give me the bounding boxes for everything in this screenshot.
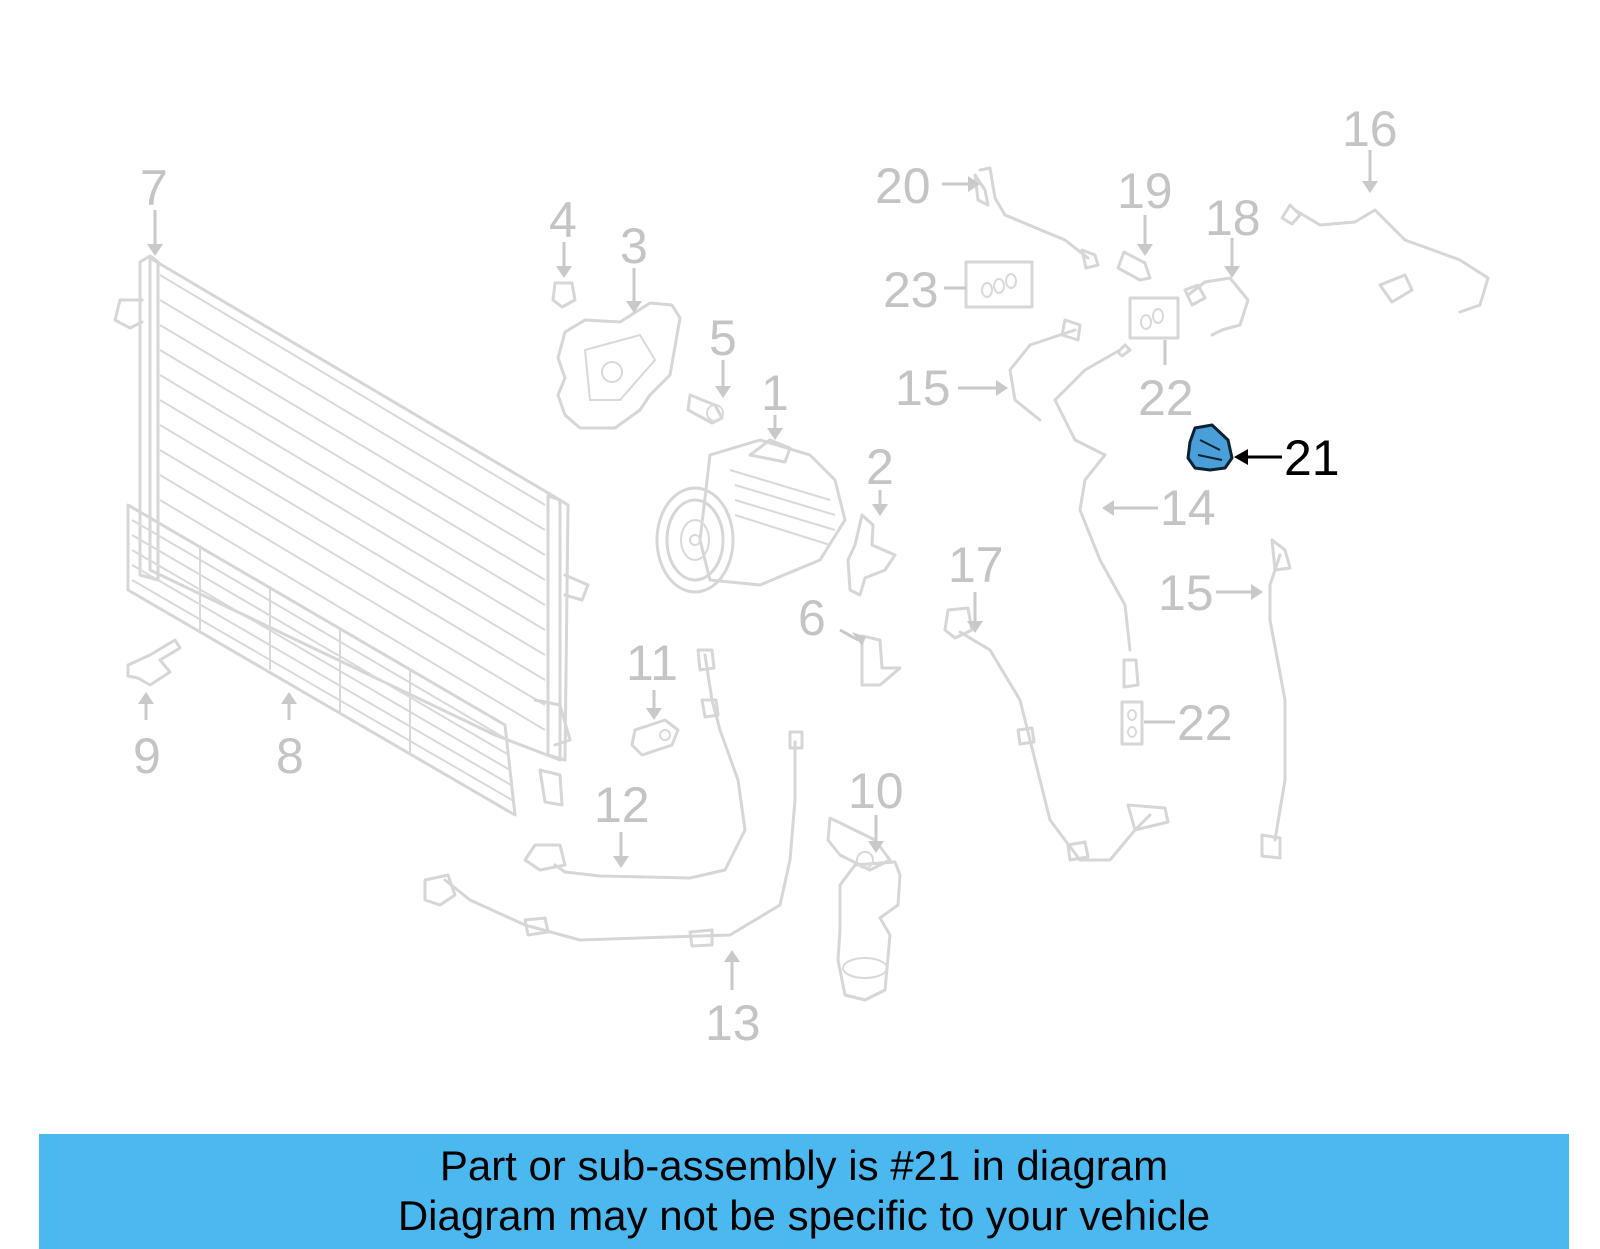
callout-1: 1 bbox=[761, 365, 789, 421]
hose-12-part bbox=[523, 648, 747, 880]
line-14-part bbox=[1053, 343, 1140, 689]
callout-23: 23 bbox=[883, 262, 939, 318]
callout-21-active: 21 bbox=[1284, 430, 1340, 486]
hose-15-lower-part bbox=[1260, 538, 1292, 860]
callout-12: 12 bbox=[594, 777, 650, 833]
bracket-6-part bbox=[860, 634, 902, 687]
drier-10-part bbox=[826, 816, 902, 1002]
callout-9: 9 bbox=[133, 728, 161, 784]
callout-22-upper: 22 bbox=[1138, 370, 1194, 426]
oring-kit-22-lower-part bbox=[1120, 700, 1144, 746]
line-16-part bbox=[1280, 203, 1490, 314]
leader-lines bbox=[138, 150, 1378, 990]
line-18-part bbox=[1183, 276, 1250, 337]
callout-15-lower: 15 bbox=[1158, 565, 1214, 621]
callout-7: 7 bbox=[140, 160, 168, 216]
callout-10: 10 bbox=[848, 763, 904, 819]
callout-11: 11 bbox=[626, 635, 678, 691]
info-banner: Part or sub-assembly is #21 in diagram D… bbox=[39, 1134, 1569, 1249]
line-20-part bbox=[973, 166, 1100, 270]
callout-3: 3 bbox=[620, 218, 648, 274]
switch-11-part bbox=[630, 718, 680, 757]
banner-line-1: Part or sub-assembly is #21 in diagram bbox=[439, 1142, 1169, 1189]
callout-15-upper: 15 bbox=[895, 360, 951, 416]
callout-22-lower: 22 bbox=[1177, 695, 1233, 751]
oring-kit-23-part bbox=[964, 260, 1034, 309]
fitting-19-part bbox=[1116, 250, 1152, 282]
bracket-9-part bbox=[126, 638, 182, 687]
callout-13: 13 bbox=[705, 995, 761, 1051]
hose-17-part bbox=[943, 606, 1170, 862]
callout-4: 4 bbox=[549, 192, 577, 248]
callout-20: 20 bbox=[875, 158, 931, 214]
bracket-2-part bbox=[846, 513, 897, 597]
oring-kit-22-upper-part bbox=[1128, 296, 1180, 340]
mounting-bracket-3-part bbox=[556, 301, 682, 430]
callout-8: 8 bbox=[276, 728, 304, 784]
bolt-5-part bbox=[686, 393, 724, 425]
banner-line-2: Diagram may not be specific to your vehi… bbox=[397, 1192, 1211, 1239]
callout-2: 2 bbox=[866, 439, 894, 495]
callout-16: 16 bbox=[1342, 101, 1398, 157]
callout-6: 6 bbox=[798, 590, 826, 646]
highlighted-part-21[interactable] bbox=[1186, 423, 1234, 472]
callout-14: 14 bbox=[1160, 480, 1216, 536]
callout-17: 17 bbox=[948, 537, 1004, 593]
nut-4-part bbox=[551, 281, 577, 309]
callout-labels: 7 4 3 5 1 2 6 9 8 11 12 13 10 17 14 15 1… bbox=[133, 101, 1398, 1051]
hose-15-upper-part bbox=[1008, 318, 1082, 422]
hose-13-part bbox=[423, 730, 804, 948]
condenser-part bbox=[113, 254, 590, 817]
callout-18: 18 bbox=[1205, 190, 1261, 246]
callout-19: 19 bbox=[1117, 163, 1173, 219]
leader-21-active bbox=[1234, 449, 1282, 465]
callout-5: 5 bbox=[709, 310, 737, 366]
compressor-1-part bbox=[655, 438, 847, 594]
